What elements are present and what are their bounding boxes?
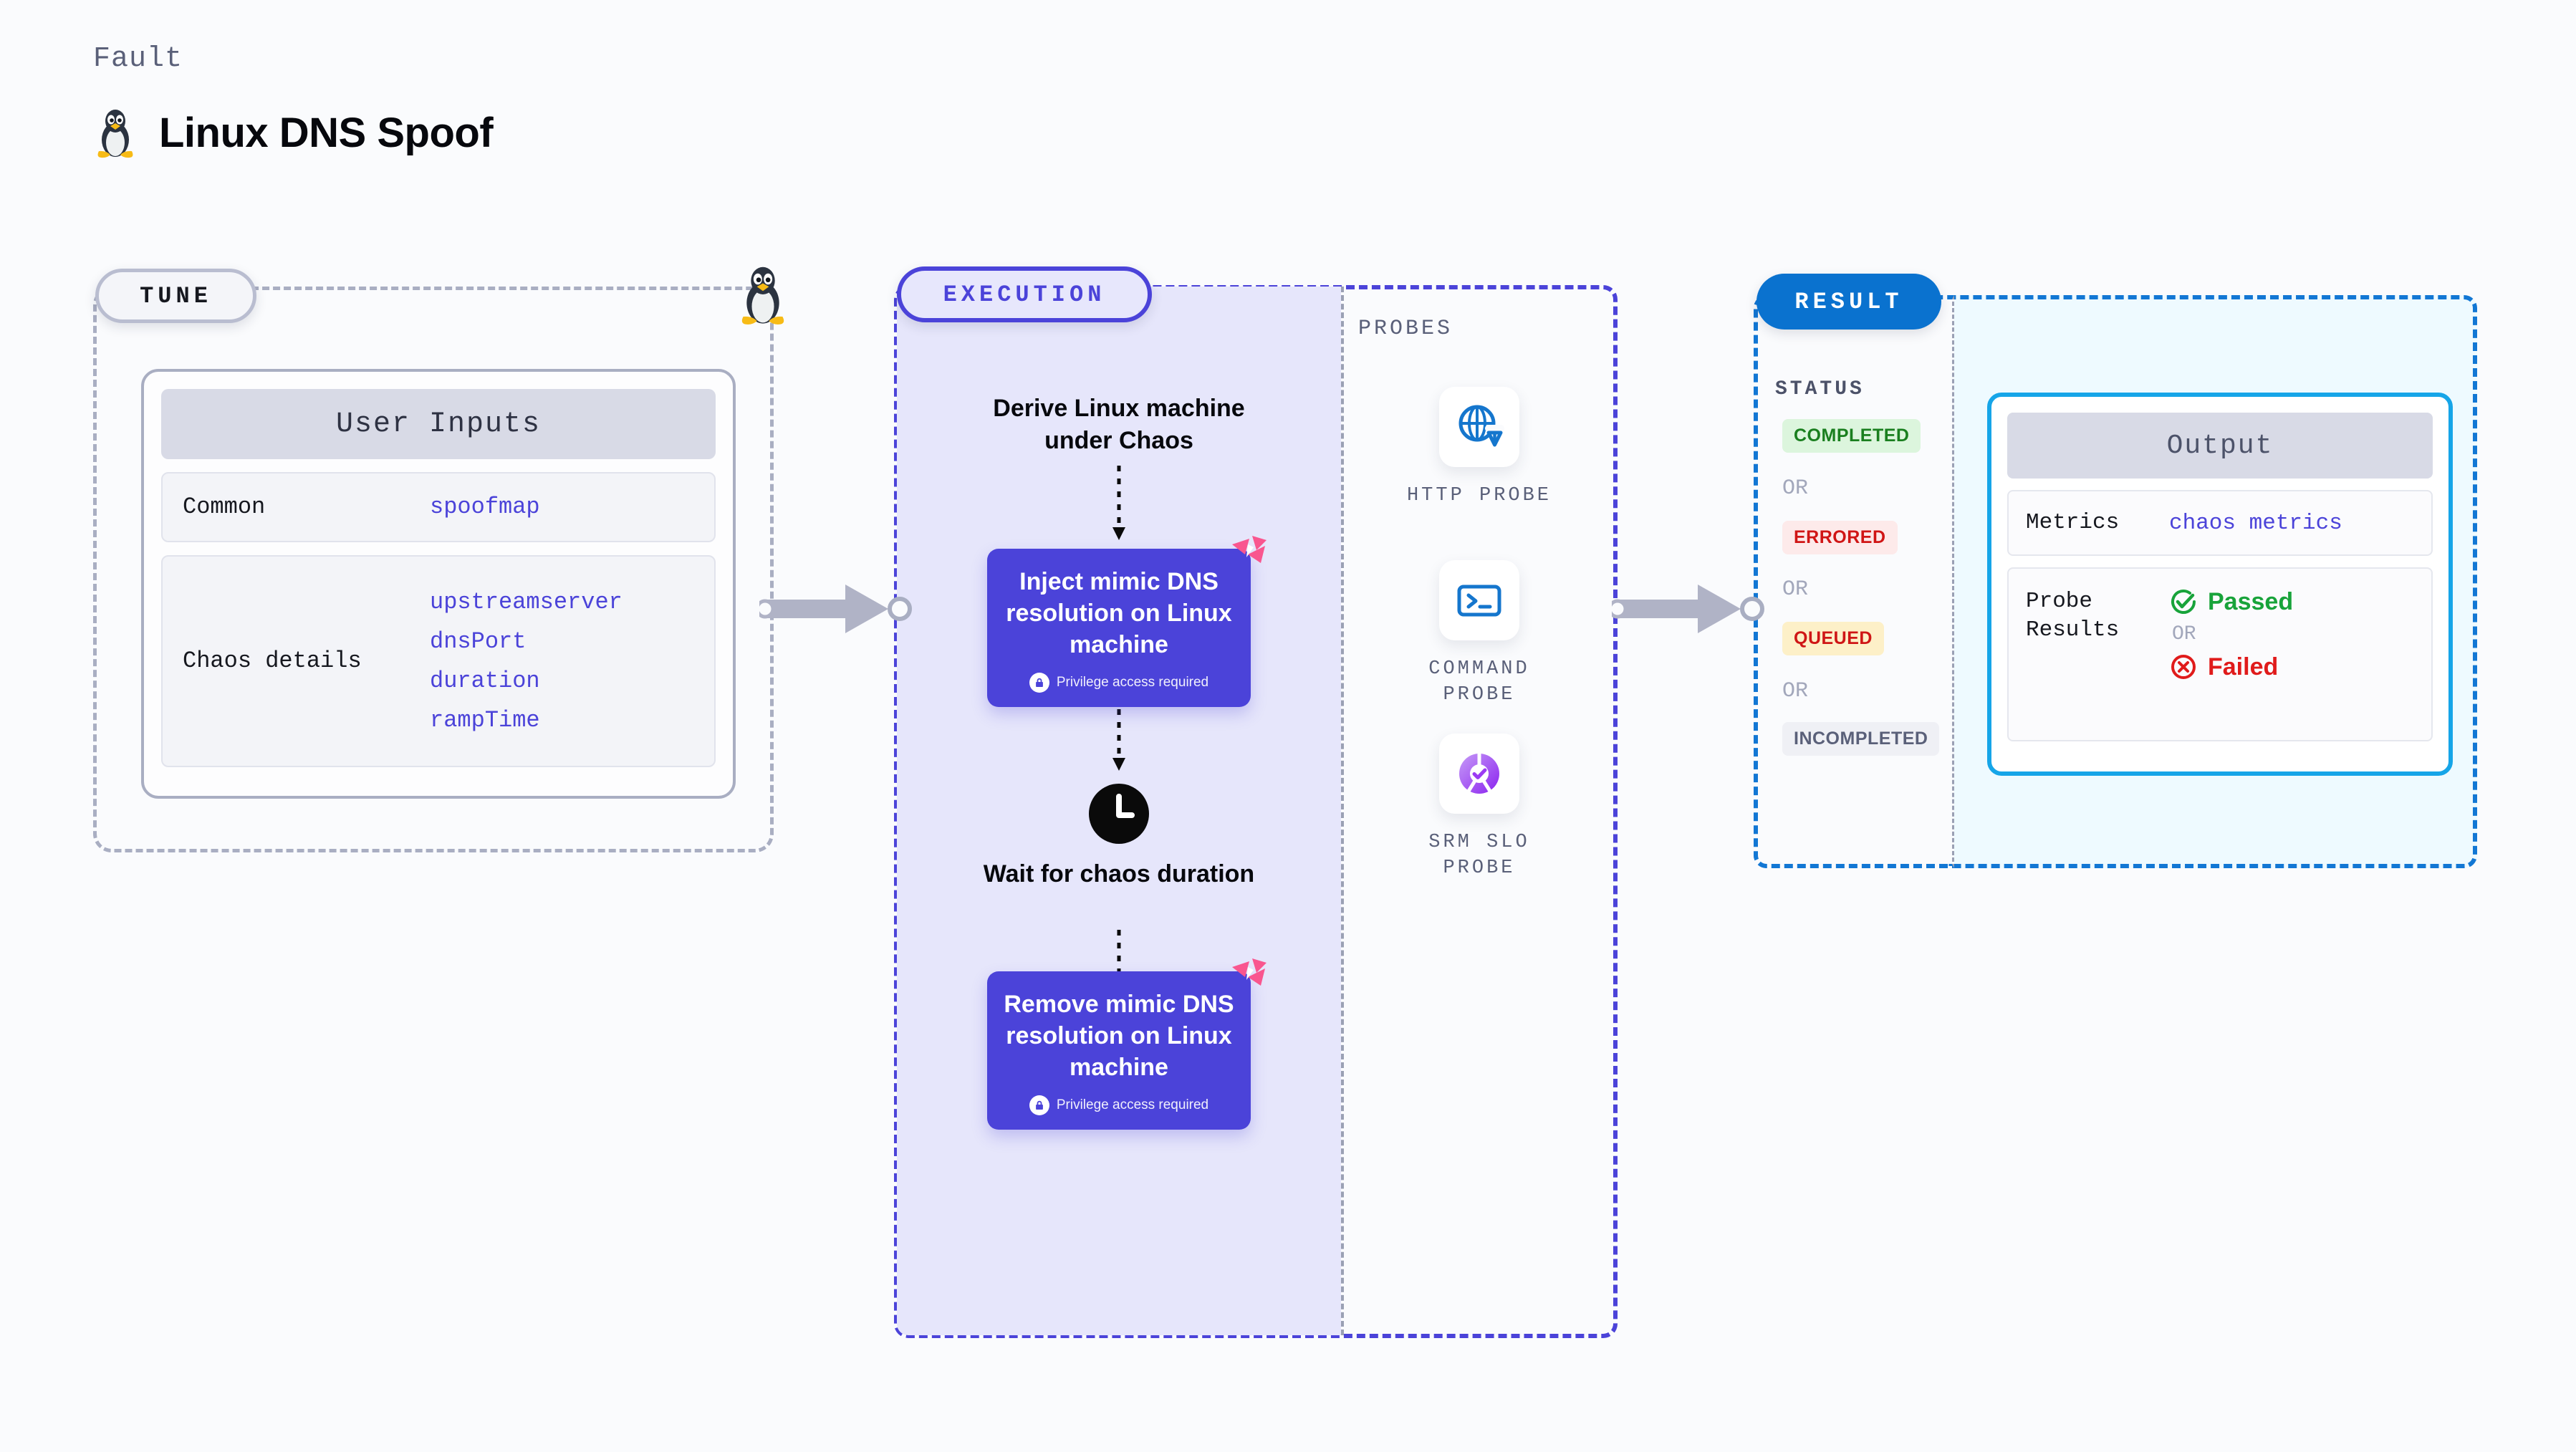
tune-row-label: Common bbox=[183, 494, 266, 521]
lock-icon bbox=[1029, 672, 1049, 693]
tune-value: spoofmap bbox=[430, 494, 540, 521]
execution-step-inject: Inject mimic DNS resolution on Linux mac… bbox=[987, 536, 1267, 707]
litmus-logo-icon bbox=[1232, 536, 1267, 563]
output-row-metrics: Metrics chaos metrics bbox=[2007, 490, 2433, 556]
globe-warning-icon bbox=[1439, 387, 1519, 467]
execution-badge[interactable]: EXECUTION bbox=[897, 266, 1152, 322]
probe-result-failed: Failed bbox=[2169, 653, 2293, 681]
user-inputs-card: User Inputs Common spoofmap Chaos detail… bbox=[141, 369, 736, 799]
probe-command[interactable]: COMMAND PROBE bbox=[1400, 560, 1558, 708]
privilege-note: Privilege access required bbox=[1001, 672, 1236, 693]
status-title: STATUS bbox=[1775, 378, 1865, 400]
output-title: Output bbox=[2007, 413, 2433, 479]
status-badge-incompleted: INCOMPLETED bbox=[1782, 722, 1940, 756]
connector-arrow-tune-to-execution bbox=[759, 585, 912, 633]
probe-result-failed-label: Failed bbox=[2208, 653, 2279, 681]
tune-row-chaos-details: Chaos details upstreamserver dnsPort dur… bbox=[161, 555, 716, 767]
tune-badge[interactable]: TUNE bbox=[95, 269, 256, 323]
linux-penguin-marker-icon bbox=[741, 266, 784, 324]
clock-icon bbox=[1089, 784, 1149, 844]
execution-step-label: Remove mimic DNS resolution on Linux mac… bbox=[1004, 991, 1234, 1082]
probe-results-label: Probe Results bbox=[2026, 589, 2120, 643]
tune-value: rampTime bbox=[430, 707, 540, 734]
probe-result-passed: Passed bbox=[2169, 587, 2293, 616]
x-circle-icon bbox=[2171, 655, 2196, 679]
result-badge[interactable]: RESULT bbox=[1756, 274, 1941, 330]
probe-results-values: Passed OR Failed bbox=[2169, 587, 2293, 681]
probe-label: COMMAND PROBE bbox=[1428, 658, 1530, 706]
status-column bbox=[1754, 295, 1954, 868]
tune-row-values: spoofmap bbox=[430, 487, 540, 527]
check-circle-icon bbox=[2171, 590, 2196, 614]
page-header: Fault Linux DNS Spoof bbox=[93, 43, 494, 158]
status-badge-queued: QUEUED bbox=[1782, 622, 1884, 655]
probe-label: HTTP PROBE bbox=[1406, 485, 1552, 506]
metrics-label: Metrics bbox=[2026, 509, 2120, 535]
user-inputs-title: User Inputs bbox=[161, 389, 716, 459]
tune-panel: User Inputs Common spoofmap Chaos detail… bbox=[93, 287, 774, 852]
tune-value: dnsPort bbox=[430, 628, 527, 655]
linux-penguin-icon bbox=[97, 110, 133, 158]
probe-label: SRM SLO PROBE bbox=[1428, 832, 1530, 880]
tune-row-values: upstreamserver dnsPort duration rampTime bbox=[430, 582, 623, 740]
output-row-probe-results: Probe Results Passed OR Failed bbox=[2007, 567, 2433, 741]
lock-icon bbox=[1029, 1095, 1049, 1115]
metrics-value: chaos metrics bbox=[2169, 510, 2342, 536]
or-separator: OR bbox=[1782, 679, 1809, 703]
litmus-logo-icon bbox=[1232, 958, 1267, 986]
tune-row-common: Common spoofmap bbox=[161, 472, 716, 542]
connector-arrow-execution-to-result bbox=[1612, 585, 1764, 633]
privilege-note: Privilege access required bbox=[1001, 1095, 1236, 1115]
title-row: Linux DNS Spoof bbox=[93, 107, 494, 158]
terminal-icon bbox=[1439, 560, 1519, 640]
status-badge-errored: ERRORED bbox=[1782, 521, 1898, 554]
privilege-note-label: Privilege access required bbox=[1056, 1097, 1209, 1112]
page-title: Linux DNS Spoof bbox=[159, 109, 494, 156]
status-badge-completed: COMPLETED bbox=[1782, 419, 1921, 453]
or-separator: OR bbox=[1782, 577, 1809, 602]
probe-http[interactable]: HTTP PROBE bbox=[1400, 387, 1558, 509]
or-separator: OR bbox=[2172, 623, 2196, 645]
tune-value: duration bbox=[430, 668, 540, 694]
or-separator: OR bbox=[1782, 476, 1809, 501]
flow-arrow-icon bbox=[1112, 696, 1125, 771]
output-card: Output Metrics chaos metrics Probe Resul… bbox=[1987, 393, 2453, 776]
tune-value: upstreamserver bbox=[430, 588, 623, 615]
kicker-label: Fault bbox=[93, 43, 183, 75]
probes-title: PROBES bbox=[1358, 317, 1453, 341]
execution-step-derive: Derive Linux machine under Chaos bbox=[993, 395, 1245, 454]
execution-step-wait: Wait for chaos duration bbox=[983, 860, 1255, 888]
probes-divider bbox=[1341, 287, 1344, 1335]
privilege-note-label: Privilege access required bbox=[1056, 674, 1209, 690]
execution-step-label: Inject mimic DNS resolution on Linux mac… bbox=[1006, 568, 1232, 659]
execution-step-remove: Remove mimic DNS resolution on Linux mac… bbox=[987, 958, 1267, 1130]
flow-arrow-icon bbox=[1112, 466, 1125, 540]
probe-srm-slo[interactable]: SRM SLO PROBE bbox=[1400, 734, 1558, 882]
slo-donut-check-icon bbox=[1439, 734, 1519, 814]
probe-result-passed-label: Passed bbox=[2208, 587, 2294, 615]
tune-row-label: Chaos details bbox=[183, 648, 362, 675]
